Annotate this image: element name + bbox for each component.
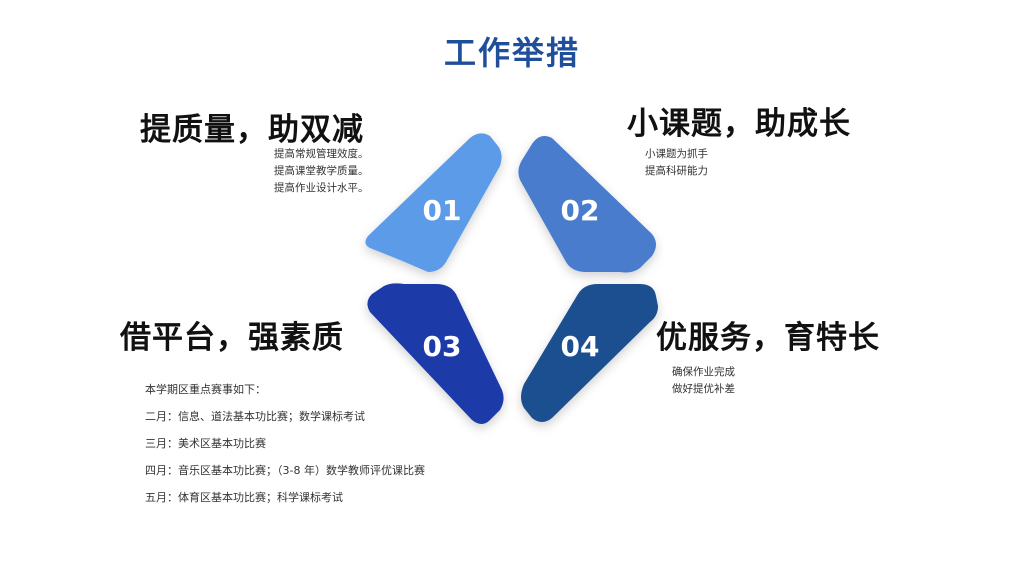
description-03-line: 二月：信息、道法基本功比赛；数学课标考试 xyxy=(145,410,365,423)
description-03: 本学期区重点赛事如下： 二月：信息、道法基本功比赛；数学课标考试 三月：美术区基… xyxy=(145,383,425,518)
number-02: 02 xyxy=(561,194,600,227)
shape-02-fill xyxy=(518,136,656,273)
description-02-line: 小课题为抓手 xyxy=(645,148,708,160)
description-03-line: 五月：体育区基本功比赛；科学课标考试 xyxy=(145,491,343,504)
description-04-line: 确保作业完成 xyxy=(672,366,735,378)
shape-02: 02 xyxy=(518,136,656,273)
shape-01-fill xyxy=(365,133,502,272)
description-03-line: 四月：音乐区基本功比赛；（3-8 年）数学教师评优课比赛 xyxy=(145,464,425,477)
shape-04: 04 xyxy=(521,284,658,422)
number-04: 04 xyxy=(561,330,600,363)
heading-03: 借平台，强素质 xyxy=(120,320,344,356)
description-01-line: 提高课堂教学质量。 xyxy=(274,165,369,177)
number-01: 01 xyxy=(423,194,462,227)
shape-03: 03 xyxy=(367,283,504,424)
heading-04: 优服务，育特长 xyxy=(656,320,880,356)
description-01: 提高常规管理效度。 提高课堂教学质量。 提高作业设计水平。 xyxy=(274,146,369,197)
description-02-line: 提高科研能力 xyxy=(645,165,708,177)
number-03: 03 xyxy=(423,330,462,363)
description-03-line: 本学期区重点赛事如下： xyxy=(145,383,266,396)
shape-04-fill xyxy=(521,284,658,422)
description-02: 小课题为抓手 提高科研能力 xyxy=(645,146,708,180)
description-04: 确保作业完成 做好提优补差 xyxy=(672,364,735,398)
shape-03-fill xyxy=(367,283,504,424)
description-04-line: 做好提优补差 xyxy=(672,383,735,395)
description-01-line: 提高常规管理效度。 xyxy=(274,148,369,160)
heading-02: 小课题，助成长 xyxy=(627,106,851,142)
description-03-line: 三月：美术区基本功比赛 xyxy=(145,437,266,450)
heading-01: 提质量，助双减 xyxy=(140,112,364,148)
description-01-line: 提高作业设计水平。 xyxy=(274,182,369,194)
shape-01: 01 xyxy=(365,133,502,272)
page-title: 工作举措 xyxy=(443,34,580,72)
